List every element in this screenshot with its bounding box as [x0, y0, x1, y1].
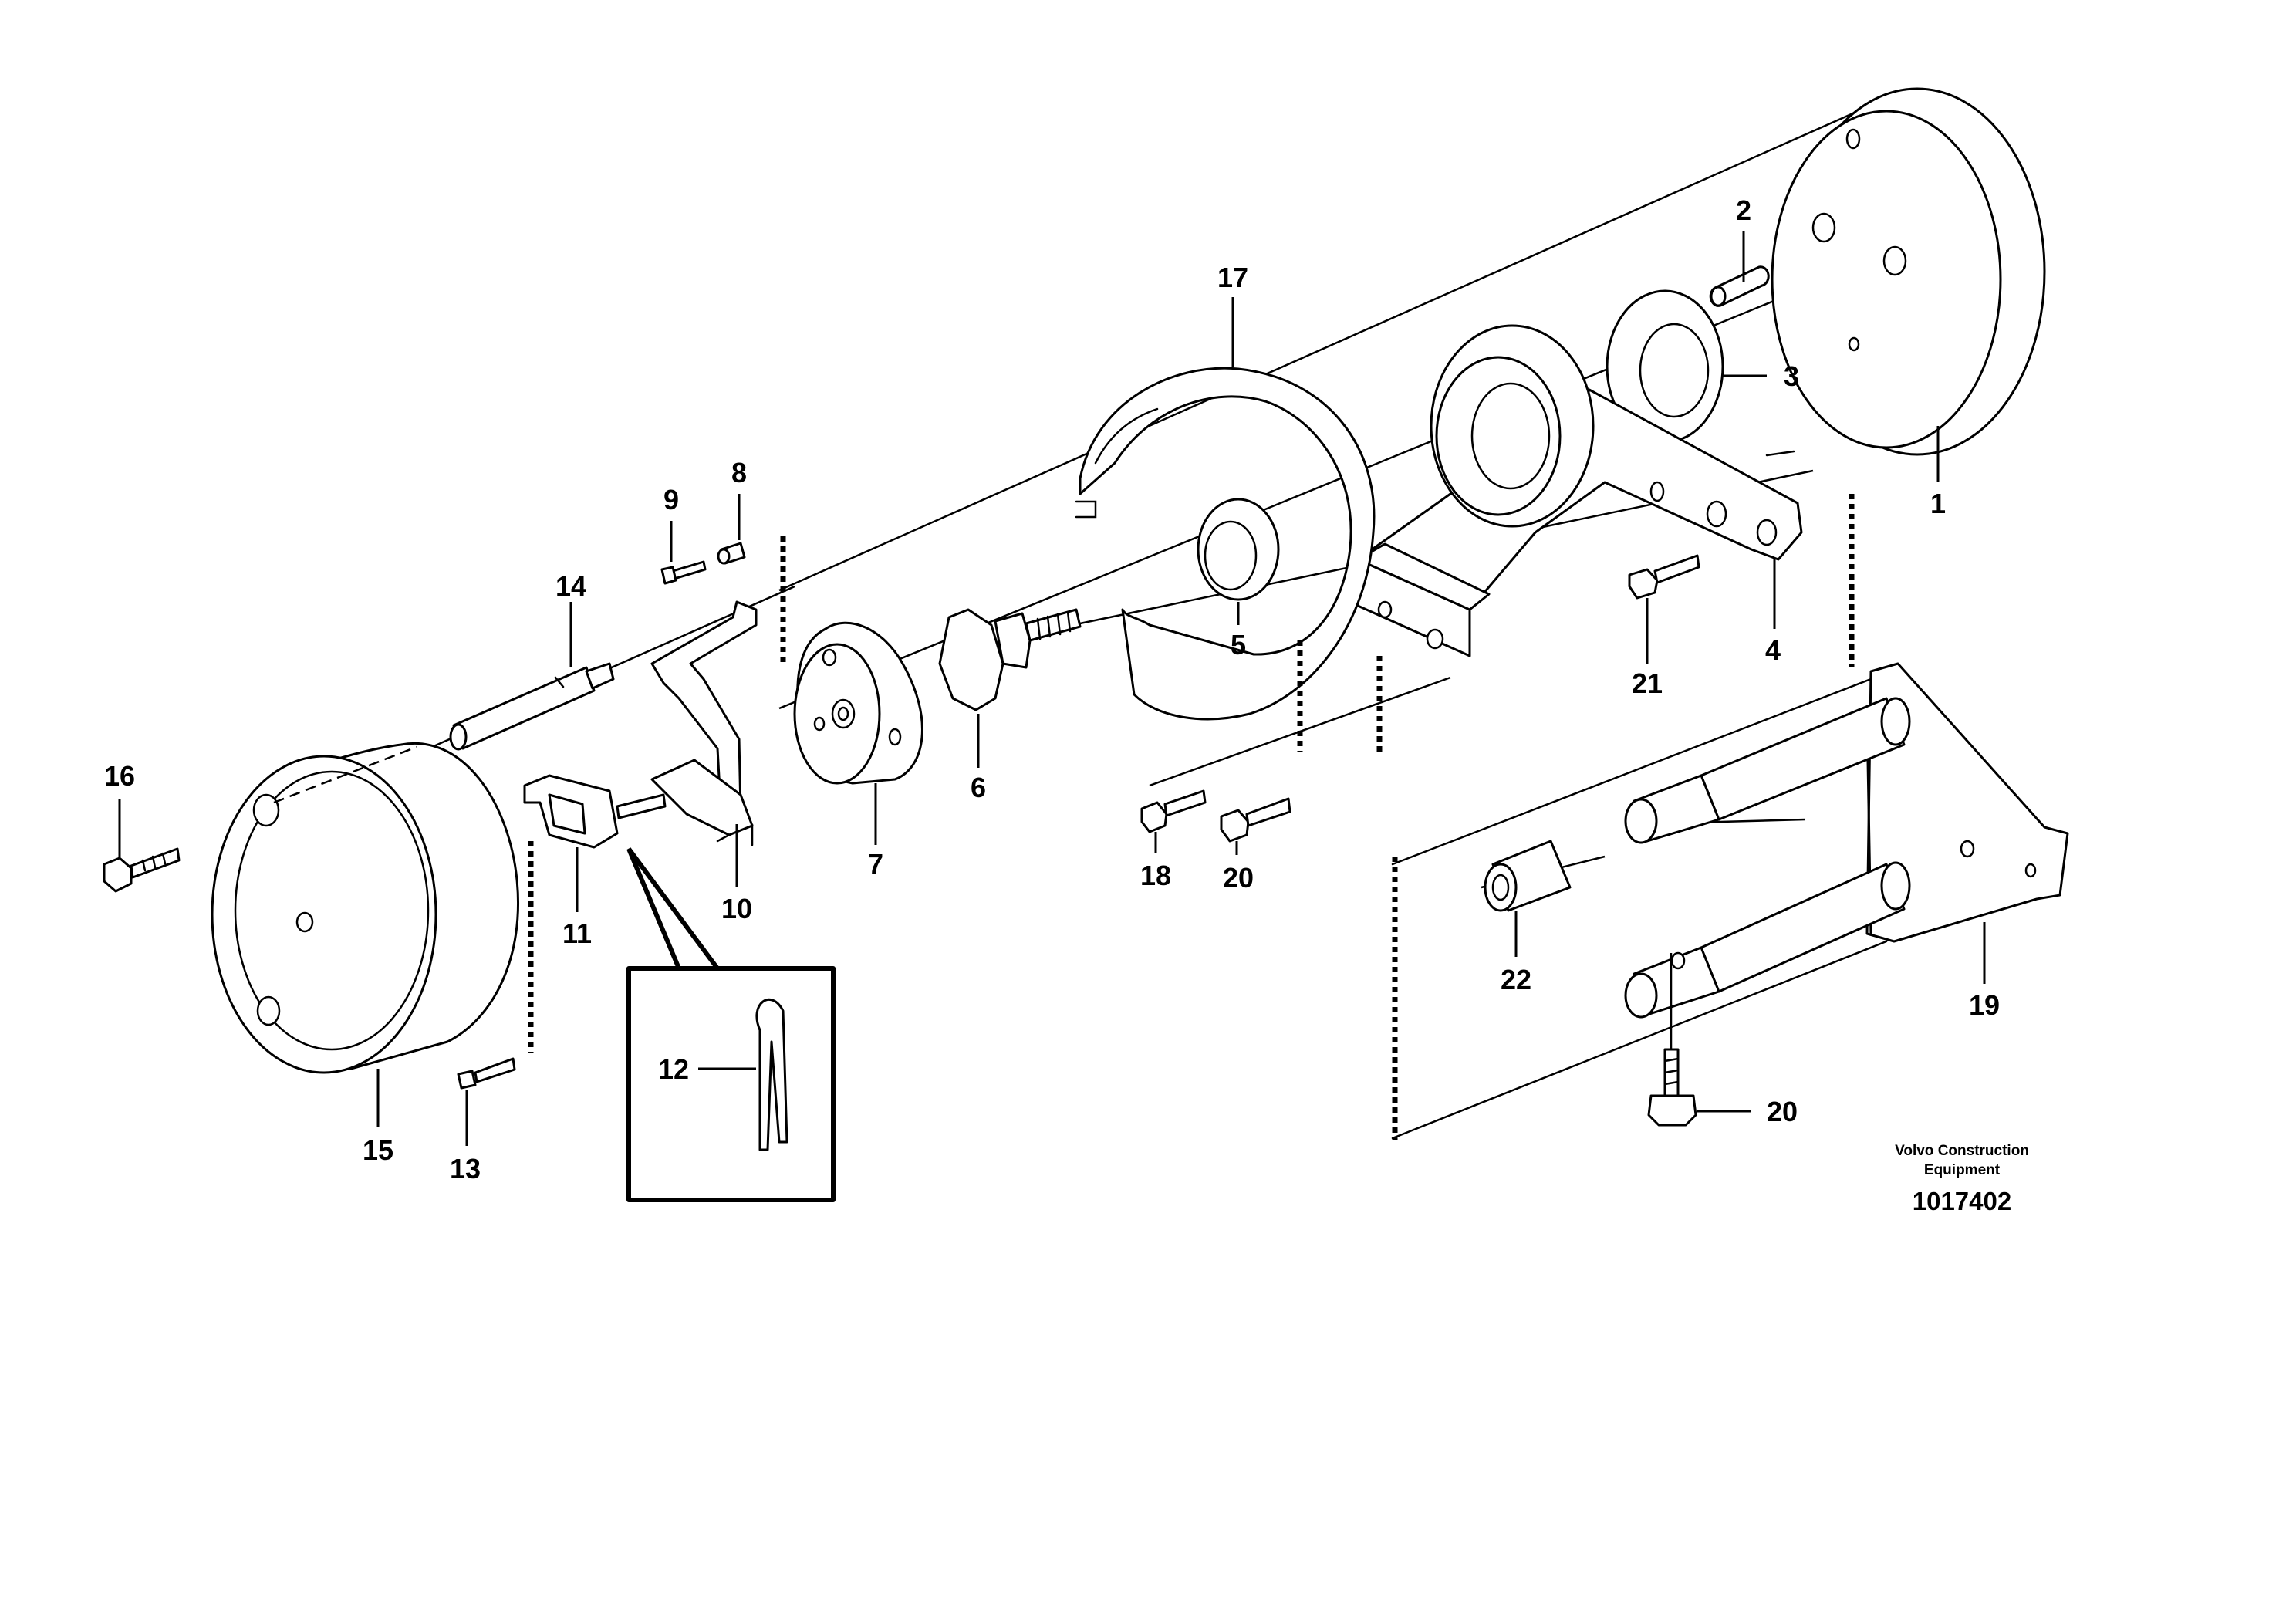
- callout-15: 15: [363, 1134, 393, 1166]
- callout-2: 2: [1736, 194, 1751, 226]
- callout-3: 3: [1784, 360, 1799, 392]
- callout-leader-lines: [118, 231, 1986, 1146]
- part-7-hub: [793, 621, 923, 785]
- part-8-nut: [717, 542, 746, 565]
- manufacturer-name-line2: Equipment: [1924, 1162, 2001, 1178]
- drawing-number: 1017402: [1913, 1187, 2011, 1215]
- callout-numbers: 1 2 3 4 5 6 7 8 9 10 11 12 13 14 15 16 1…: [104, 194, 2000, 1184]
- assembly-reference-dashes: [528, 494, 1855, 1140]
- callout-5: 5: [1231, 629, 1246, 661]
- part-20-bolt-upper: [1220, 797, 1292, 843]
- part-1-end-plate: [1771, 87, 2046, 456]
- callout-12: 12: [658, 1053, 689, 1085]
- part-19-mounting-bracket: [1391, 662, 2069, 1140]
- part-21-bolt: [1628, 554, 1700, 600]
- part-9-screw: [660, 560, 707, 585]
- callout-19: 19: [1969, 989, 2000, 1021]
- part-3-washer: [1606, 289, 1724, 444]
- callout-20-lower: 20: [1767, 1096, 1798, 1127]
- part-14-spacer: [449, 662, 615, 751]
- callout-6: 6: [971, 772, 986, 803]
- callout-14: 14: [555, 570, 586, 602]
- callout-9: 9: [663, 484, 679, 515]
- callout-10: 10: [721, 893, 752, 924]
- part-17-guard-ring: [1075, 367, 1376, 721]
- callout-11: 11: [562, 917, 592, 949]
- part-16-bolt: [103, 847, 181, 893]
- part-4-bearing-bracket: [1356, 324, 1803, 657]
- callout-7: 7: [868, 848, 883, 880]
- callout-1: 1: [1930, 488, 1946, 519]
- callout-18: 18: [1140, 860, 1171, 891]
- title-block: Volvo Construction Equipment 1017402: [1895, 1143, 2029, 1215]
- part-2-pin: [1709, 265, 1770, 307]
- part-13-screw: [457, 1057, 516, 1090]
- part-6-bolt: [938, 608, 1082, 711]
- part-22-sleeve: [1484, 840, 1572, 912]
- callout-16: 16: [104, 760, 135, 792]
- callout-8: 8: [731, 457, 747, 488]
- callout-4: 4: [1765, 634, 1781, 666]
- part-11-sensor: [523, 774, 667, 849]
- part-5-bushing: [1197, 498, 1280, 601]
- part-10-bracket: [650, 600, 758, 846]
- part-15-cover: [211, 742, 520, 1074]
- callout-21: 21: [1632, 667, 1663, 699]
- manufacturer-name: Volvo Construction: [1895, 1143, 2029, 1159]
- callout-22: 22: [1501, 964, 1531, 995]
- part-18-bolt: [1140, 789, 1207, 833]
- part-20-bolt-lower: [1647, 953, 1697, 1127]
- callout-20-upper: 20: [1223, 862, 1254, 894]
- callout-17: 17: [1217, 262, 1248, 293]
- detail-box-cotter-pin: [626, 847, 836, 1202]
- callout-13: 13: [450, 1153, 481, 1184]
